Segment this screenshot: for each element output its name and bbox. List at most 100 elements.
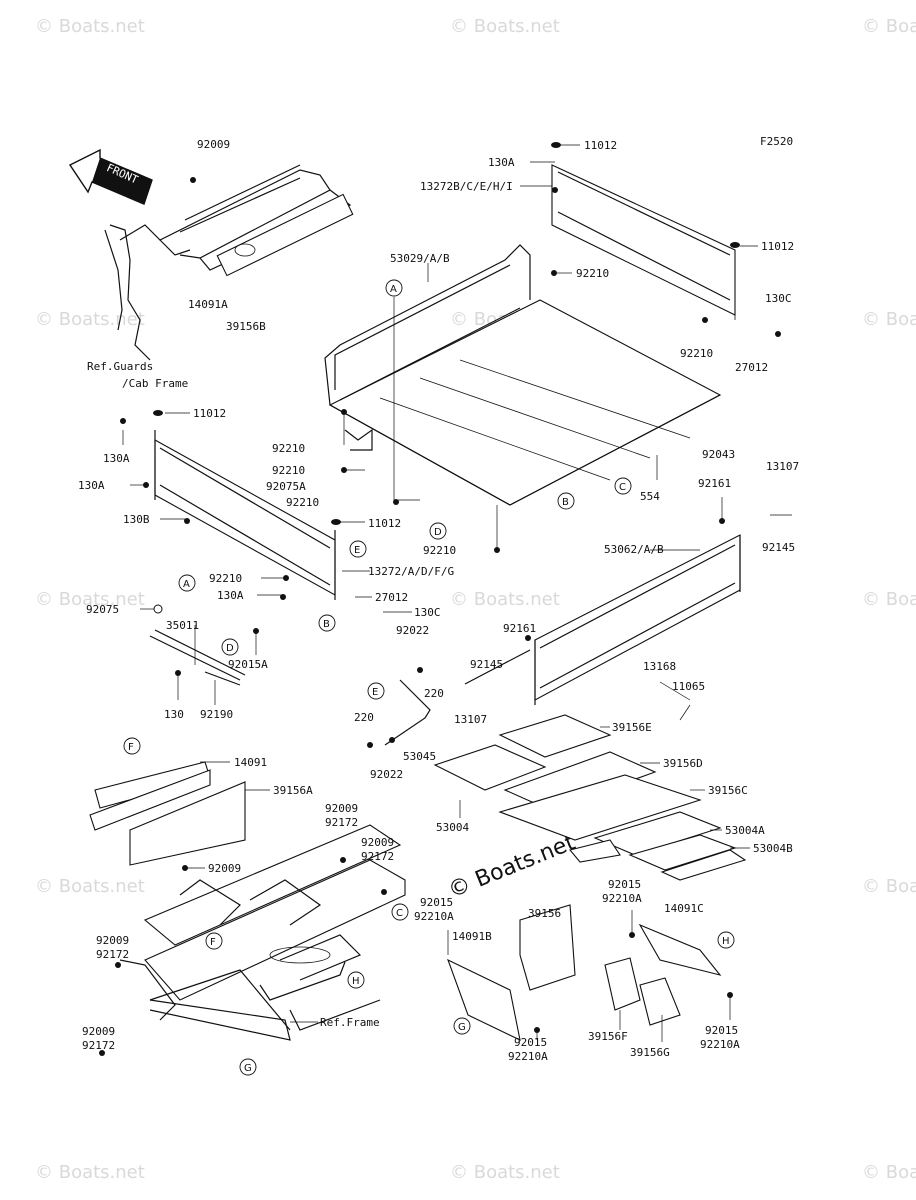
part-label: 35011	[166, 619, 199, 632]
part-label: 53045	[403, 750, 436, 763]
callout-g: G	[239, 1058, 257, 1076]
part-label: 92172	[82, 1039, 115, 1052]
part-label: 220	[424, 687, 444, 700]
callout-h: H	[347, 971, 365, 989]
watermark: © Boats.net	[450, 1162, 560, 1183]
part-label: 14091B	[452, 930, 492, 943]
part-label: 39156E	[612, 721, 652, 734]
callout-d: D	[429, 522, 447, 540]
watermark: © Boats.net	[35, 589, 145, 610]
part-label: 92009	[96, 934, 129, 947]
part-label: 130A	[78, 479, 105, 492]
part-label: 53004	[436, 821, 469, 834]
part-label: 92210	[272, 464, 305, 477]
callout-label: G	[244, 1063, 252, 1074]
callout-label: F	[210, 937, 216, 948]
callout-b: B	[318, 614, 336, 632]
part-label: 14091C	[664, 902, 704, 915]
part-label: 92210	[272, 442, 305, 455]
part-label: 53004B	[753, 842, 793, 855]
callout-label: A	[390, 284, 397, 295]
ref-label: Ref.Guards	[87, 360, 153, 373]
callout-a: A	[178, 574, 196, 592]
part-label: 14091	[234, 756, 267, 769]
callout-f: F	[123, 737, 141, 755]
part-label: 92210	[423, 544, 456, 557]
callout-label: C	[619, 482, 626, 493]
part-label: 13107	[454, 713, 487, 726]
callout-label: G	[458, 1022, 466, 1033]
part-label: 53029/A/B	[390, 252, 450, 265]
part-label: 92161	[698, 477, 731, 490]
part-label: 130A	[488, 156, 515, 169]
part-label: 92210A	[508, 1050, 548, 1063]
part-label: 130A	[217, 589, 244, 602]
bed-mats	[433, 714, 747, 881]
ref-label: /Cab Frame	[122, 377, 188, 390]
watermark: © Boats.net	[35, 876, 145, 897]
part-label: 92075	[86, 603, 119, 616]
part-label: 14091A	[188, 298, 228, 311]
watermark: © Boats.net	[862, 589, 916, 610]
part-label: 130C	[765, 292, 792, 305]
part-label: 13168	[643, 660, 676, 673]
part-label: 92015A	[228, 658, 268, 671]
callout-label: C	[396, 908, 403, 919]
callout-c: C	[614, 477, 632, 495]
side-panel-left	[154, 430, 336, 600]
callout-a: A	[385, 279, 403, 297]
part-label: 11012	[193, 407, 226, 420]
fasteners	[99, 142, 781, 1056]
part-label: 92210	[286, 496, 319, 509]
callout-e: E	[349, 540, 367, 558]
part-label: 92009	[197, 138, 230, 151]
front-arrow-icon: FRONT	[68, 148, 153, 205]
part-label: 27012	[735, 361, 768, 374]
part-label: 92009	[82, 1025, 115, 1038]
part-label: 27012	[375, 591, 408, 604]
part-label: 13272/A/D/F/G	[368, 565, 454, 578]
callout-label: F	[128, 742, 134, 753]
callout-label: E	[372, 687, 378, 698]
watermark: © Boats.net	[862, 876, 916, 897]
part-label: 39156A	[273, 784, 313, 797]
cable-assembly	[384, 649, 531, 746]
part-label: 92210	[209, 572, 242, 585]
callout-label: D	[226, 643, 234, 654]
watermark: © Boats.net	[862, 309, 916, 330]
part-label: 92145	[762, 541, 795, 554]
watermark: © Boats.net	[450, 589, 560, 610]
part-label: 92009	[325, 802, 358, 815]
watermark: © Boats.net	[862, 16, 916, 37]
part-label: 92022	[396, 624, 429, 637]
watermark: © Boats.net	[450, 16, 560, 37]
part-label: 11012	[761, 240, 794, 253]
part-label: 11012	[368, 517, 401, 530]
lower-guard-panels	[89, 761, 246, 866]
callout-label: B	[562, 497, 569, 508]
watermark: © Boats.net	[862, 1162, 916, 1183]
part-label: 13107	[766, 460, 799, 473]
watermark: © Boats.net	[35, 1162, 145, 1183]
watermark: © Boats.net	[35, 16, 145, 37]
part-label: 92172	[325, 816, 358, 829]
callout-f: F	[205, 932, 223, 950]
part-label: 92210	[576, 267, 609, 280]
cargo-bed-floor	[324, 244, 722, 506]
part-label: 130C	[414, 606, 441, 619]
callout-label: B	[323, 619, 330, 630]
part-label: 11065	[672, 680, 705, 693]
part-label: 53004A	[725, 824, 765, 837]
callout-label: H	[352, 976, 360, 987]
callouts: A A B B C C D D	[123, 279, 735, 1076]
callout-label: D	[434, 527, 442, 538]
leader-lines	[122, 144, 792, 1042]
part-label: 39156F	[588, 1030, 628, 1043]
part-label: 39156C	[708, 784, 748, 797]
part-label: 130	[164, 708, 184, 721]
part-label: 13272B/C/E/H/I	[420, 180, 513, 193]
ref-label: Ref.Frame	[320, 1016, 380, 1029]
part-label: 92210	[680, 347, 713, 360]
callout-c: C	[391, 903, 409, 921]
